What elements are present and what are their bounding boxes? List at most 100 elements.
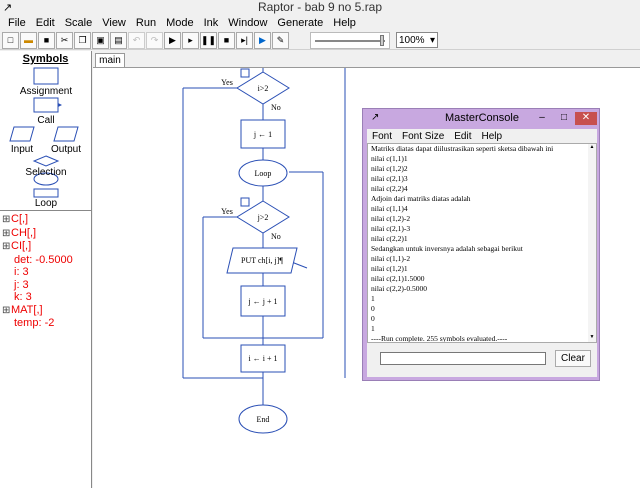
console-menu-help[interactable]: Help	[481, 130, 503, 142]
selection-j-gt-2[interactable]	[236, 200, 290, 234]
output-put-ch[interactable]	[226, 247, 298, 274]
output-symbol[interactable]	[53, 126, 79, 142]
close-icon[interactable]: ✕	[575, 112, 597, 125]
console-title-bar[interactable]: ↗ MasterConsole – □ ✕	[363, 109, 601, 129]
call-symbol[interactable]	[33, 97, 59, 113]
chevron-down-icon: ▾	[429, 34, 435, 46]
menu-scale[interactable]: Scale	[64, 16, 93, 29]
collapse-icon[interactable]	[240, 197, 250, 207]
cut-icon[interactable]: ✂	[56, 31, 73, 49]
no-label: No	[271, 232, 281, 241]
new-file-icon[interactable]: □	[2, 31, 19, 49]
loop-symbol[interactable]	[33, 172, 59, 186]
expand-icon[interactable]: ⊞	[2, 241, 11, 252]
assign-i-inc[interactable]	[240, 344, 286, 373]
copy-icon[interactable]: ❐	[74, 31, 91, 49]
output-text: PUT ch[i, j]¶	[241, 256, 283, 265]
step-into-icon[interactable]: ▸|	[236, 31, 253, 49]
console-menu-edit[interactable]: Edit	[454, 130, 472, 142]
open-folder-icon[interactable]: ▬	[20, 31, 37, 49]
collapse-icon[interactable]	[240, 68, 250, 78]
menu-file[interactable]: File	[8, 16, 26, 29]
console-line: ----Run complete. 255 symbols evaluated.…	[371, 334, 508, 343]
console-lines: Matriks diatas dapat diilustrasikan sepe…	[368, 144, 596, 343]
left-panel: Symbols Assignment Call Input Output Sel…	[0, 51, 92, 488]
console-output[interactable]: Matriks diatas dapat diilustrasikan sepe…	[367, 143, 597, 343]
selection-symbol[interactable]	[32, 155, 60, 167]
var-det: det: -0.5000	[14, 253, 73, 266]
scroll-up-icon[interactable]: ▲	[589, 144, 595, 150]
end-oval[interactable]	[238, 404, 288, 434]
console-input[interactable]	[380, 352, 546, 365]
pause-icon[interactable]: ❚❚	[200, 31, 217, 49]
menu-help[interactable]: Help	[333, 16, 356, 29]
zoom-value: 100%	[399, 34, 425, 46]
step-to-completion-icon[interactable]: ▶	[254, 31, 271, 49]
raptor-app-icon: ↗	[3, 2, 13, 14]
console-menu-font[interactable]: Font	[372, 130, 393, 142]
master-console-window: ↗ MasterConsole – □ ✕ Font Font Size Edi…	[362, 108, 600, 381]
menu-mode[interactable]: Mode	[166, 16, 194, 29]
yes-label: Yes	[221, 78, 233, 87]
var-ci[interactable]: ⊞CI[,]	[2, 240, 32, 252]
menu-ink[interactable]: Ink	[203, 16, 219, 29]
maximize-icon[interactable]: □	[560, 112, 568, 123]
selection-i-gt-2[interactable]	[236, 71, 290, 105]
console-line: 1	[371, 324, 375, 333]
assignment-symbol[interactable]	[33, 67, 59, 85]
console-scrollbar[interactable]: ▲ ▼	[588, 144, 596, 342]
expand-icon[interactable]: ⊞	[2, 304, 11, 316]
variables-tree: ⊞C[,] ⊞CH[,] ⊞CI[,] det: -0.5000 i: 3 j:…	[0, 211, 91, 332]
redo-icon[interactable]: ↷	[146, 31, 163, 49]
scroll-down-icon[interactable]: ▼	[589, 334, 595, 340]
menu-run[interactable]: Run	[135, 16, 157, 29]
symbols-palette: Symbols Assignment Call Input Output Sel…	[0, 51, 91, 211]
stop-icon[interactable]: ■	[218, 31, 235, 49]
menu-view[interactable]: View	[102, 16, 126, 29]
input-symbol[interactable]	[9, 126, 35, 142]
paste-icon[interactable]: ▣	[92, 31, 109, 49]
slider-thumb[interactable]	[380, 34, 384, 46]
menu-generate[interactable]: Generate	[277, 16, 324, 29]
expand-icon[interactable]: ⊞	[2, 227, 11, 239]
title-bar: ↗ Raptor - bab 9 no 5.rap	[0, 0, 640, 14]
input-label: Input	[10, 144, 34, 155]
pen-icon[interactable]: ✎	[272, 31, 289, 49]
assign3-text: i ← i + 1	[249, 354, 278, 363]
console-line: nilai c(1,2)-2	[371, 214, 411, 223]
assign-j-1[interactable]	[240, 119, 286, 149]
call-label: Call	[37, 115, 55, 126]
var-mat[interactable]: ⊞MAT[,]	[2, 303, 43, 316]
console-line: nilai c(2,1)3	[371, 174, 408, 183]
clear-button[interactable]: Clear	[555, 350, 591, 367]
tab-main[interactable]: main	[95, 53, 125, 68]
cond2-text: j>2	[257, 213, 269, 222]
step-icon[interactable]: ▸	[182, 31, 199, 49]
zoom-select[interactable]: 100% ▾	[396, 32, 438, 48]
var-c[interactable]: ⊞C[,]	[2, 213, 29, 225]
assign1-text: j ← 1	[253, 130, 272, 139]
print-icon[interactable]: ▤	[110, 31, 127, 49]
minimize-icon[interactable]: –	[539, 112, 545, 123]
window-title: Raptor - bab 9 no 5.rap	[257, 0, 383, 14]
var-ch[interactable]: ⊞CH[,]	[2, 226, 37, 239]
menu-window[interactable]: Window	[228, 16, 268, 29]
console-line: 0	[371, 304, 375, 313]
save-icon[interactable]: ■	[38, 31, 55, 49]
flowchart: i>2 Yes No j ← 1 Loop j>2 Yes No PUT ch[…	[182, 68, 346, 434]
end-text: End	[257, 415, 270, 424]
assign-j-inc[interactable]	[240, 285, 286, 317]
console-input-area: Clear	[367, 343, 597, 377]
var-i: i: 3	[14, 266, 29, 278]
undo-icon[interactable]: ↶	[128, 31, 145, 49]
menu-edit[interactable]: Edit	[35, 16, 55, 29]
loop-oval[interactable]	[238, 159, 288, 187]
console-line: Sedangkan untuk inversnya adalah sebagai…	[371, 244, 523, 253]
slider-track	[315, 39, 385, 42]
console-line: nilai c(2,2)1	[371, 234, 408, 243]
menu-bar: File Edit Scale View Run Mode Ink Window…	[0, 14, 640, 31]
expand-icon[interactable]: ⊞	[2, 214, 11, 225]
speed-slider[interactable]	[310, 31, 390, 49]
run-icon[interactable]: ▶	[164, 31, 181, 49]
console-menu-font-size[interactable]: Font Size	[402, 130, 445, 142]
